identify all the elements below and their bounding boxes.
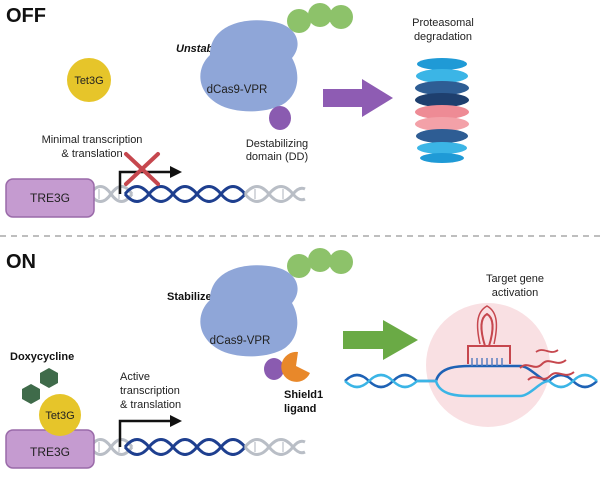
protein-label-on: dCas9-VPR	[210, 335, 271, 347]
tet3g-label-off: Tet3G	[74, 75, 103, 87]
tre3g-promoter-off: TRE3G	[5, 178, 95, 218]
tre3g-label-on: TRE3G	[30, 445, 70, 459]
svg-text:& translation: & translation	[61, 148, 122, 160]
active-transcription-label: Active transcription & translation	[120, 371, 181, 411]
protein-label-off: dCas9-VPR	[207, 84, 268, 96]
off-panel: OFF Tet3G Unstable dCas9-VPR Destabilizi…	[5, 3, 474, 218]
shield1-label: Shield1 ligand	[284, 389, 323, 415]
tet3g-label-on: Tet3G	[45, 410, 74, 422]
on-title: ON	[6, 251, 36, 273]
dd-domain-off	[269, 106, 291, 130]
svg-text:Destabilizing: Destabilizing	[246, 138, 308, 150]
svg-text:& translation: & translation	[120, 399, 181, 411]
vpr-domain-off	[287, 3, 353, 33]
svg-text:Shield1: Shield1	[284, 389, 323, 401]
stabilized-label: Stabilized	[167, 291, 218, 303]
target-gene-label: Target gene activation	[486, 273, 544, 299]
tre3g-label-off: TRE3G	[30, 191, 70, 205]
on-panel: ON Stabilized dCas9-VPR Shield1 ligand T…	[5, 248, 598, 469]
svg-text:domain (DD): domain (DD)	[246, 151, 308, 163]
svg-text:activation: activation	[492, 287, 538, 299]
svg-text:Minimal transcription: Minimal transcription	[42, 134, 143, 146]
svg-text:Proteasomal: Proteasomal	[412, 17, 474, 29]
off-title: OFF	[6, 5, 46, 27]
svg-text:Active: Active	[120, 371, 150, 383]
dna-on	[88, 438, 306, 456]
tss-arrow-on	[118, 415, 182, 447]
dcas9-vpr-on: dCas9-VPR	[200, 248, 353, 382]
svg-text:transcription: transcription	[120, 385, 180, 397]
dcas9-vpr-off: dCas9-VPR	[200, 3, 353, 130]
tet3g-free-off: Tet3G	[67, 58, 111, 102]
dd-label-off: Destabilizing domain (DD)	[246, 138, 308, 163]
doxycycline-label: Doxycycline	[10, 351, 74, 363]
svg-text:ligand: ligand	[284, 403, 316, 415]
dna-off	[88, 185, 306, 203]
minimal-transcription-label: Minimal transcription & translation	[42, 134, 143, 160]
target-activation-icon	[344, 303, 598, 427]
blocked-x-icon	[124, 152, 160, 186]
activation-arrow	[343, 320, 418, 360]
proteasome-label: Proteasomal degradation	[412, 17, 474, 43]
doxycycline-icon	[22, 368, 58, 404]
vpr-domain-on	[287, 248, 353, 278]
svg-text:degradation: degradation	[414, 31, 472, 43]
degradation-arrow	[323, 79, 393, 117]
tre3g-promoter-on: TRE3G	[5, 429, 95, 469]
proteasome-icon	[415, 58, 469, 163]
svg-text:Target gene: Target gene	[486, 273, 544, 285]
tss-arrow-off	[118, 166, 182, 194]
shield1-ligand-icon	[281, 351, 310, 382]
dd-domain-on	[264, 358, 284, 380]
tet3g-bound-on: Tet3G	[39, 394, 81, 436]
